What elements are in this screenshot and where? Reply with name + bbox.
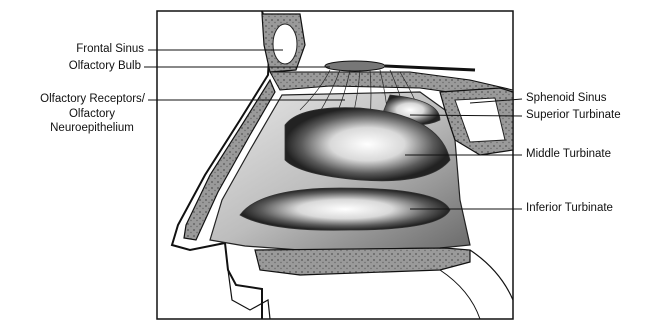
label-olfactory-bulb: Olfactory Bulb <box>69 60 141 73</box>
label-sphenoid-sinus: Sphenoid Sinus <box>526 92 607 105</box>
label-frontal-sinus: Frontal Sinus <box>76 43 144 56</box>
label-middle-turbinate: Middle Turbinate <box>526 148 611 161</box>
label-inferior-turbinate: Inferior Turbinate <box>526 202 613 215</box>
olfactory-bulb-shape <box>325 61 385 71</box>
label-olfactory-receptors-line2: Olfactory <box>52 108 132 121</box>
label-olfactory-receptors-line3: Neuroepithelium <box>42 122 142 135</box>
label-superior-turbinate: Superior Turbinate <box>526 109 621 122</box>
label-olfactory-receptors-line1: Olfactory Receptors/ <box>40 93 145 106</box>
